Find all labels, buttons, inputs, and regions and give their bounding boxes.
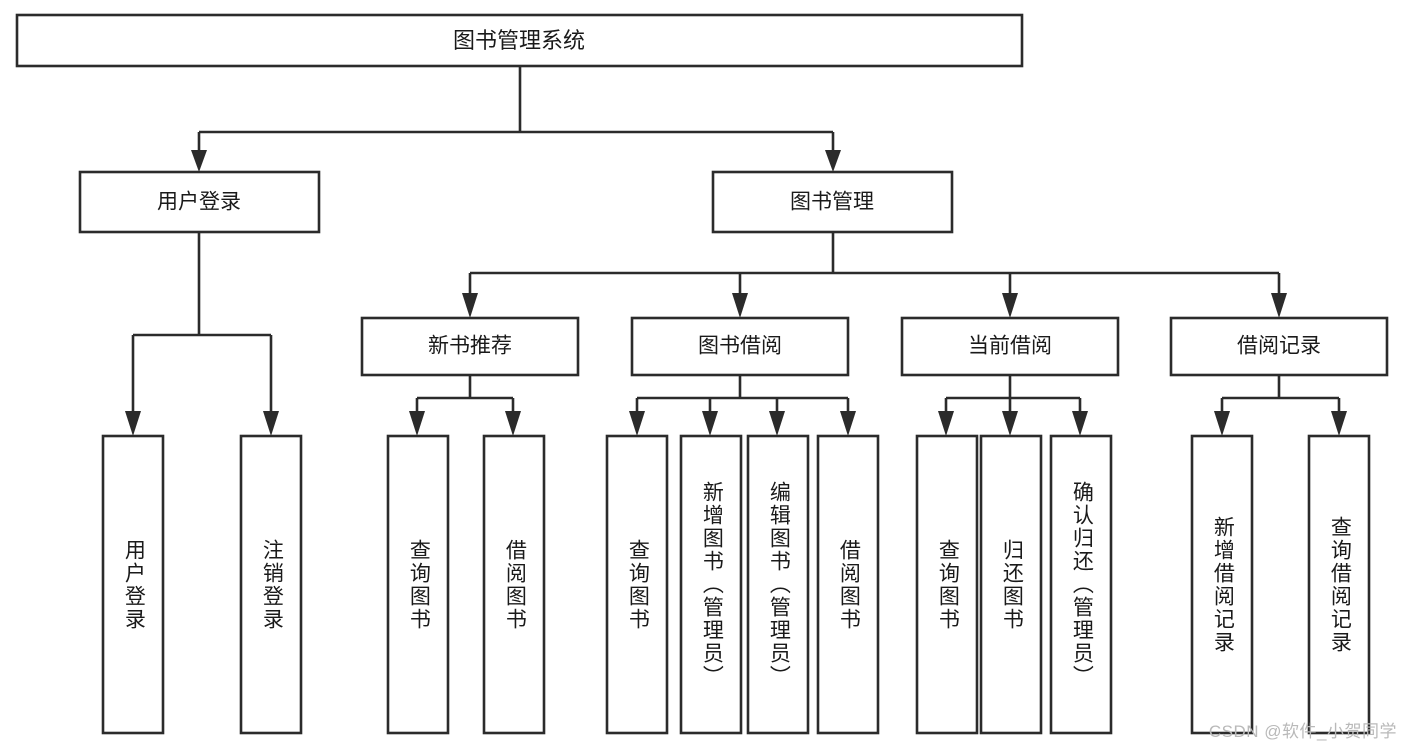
leaf-box-borrow-record-1[interactable] (1190, 434, 1254, 735)
node-root-label: 图书管理系统 (453, 28, 585, 53)
leaf-box-user-login-2[interactable] (239, 434, 303, 735)
csdn-watermark: CSDN @软件_小贺同学 (1208, 722, 1397, 741)
node-root[interactable]: 图书管理系统 (15, 13, 1024, 68)
node-borrow-record-label: 借阅记录 (1237, 335, 1321, 358)
node-user-login[interactable]: 用户登录 (78, 170, 321, 234)
connector-borrowrecord-to-leaves (1214, 375, 1347, 436)
node-user-login-label: 用户登录 (157, 191, 241, 214)
connector-bookmgmt-to-level3 (462, 232, 1287, 318)
node-current-borrow[interactable]: 当前借阅 (900, 316, 1120, 377)
leaf-box-book-borrow-2[interactable] (679, 434, 743, 735)
leaf-box-book-borrow-3[interactable] (746, 434, 810, 735)
connector-userlogin-to-leaves (125, 232, 279, 436)
node-borrow-record[interactable]: 借阅记录 (1169, 316, 1389, 377)
node-new-book-recommend[interactable]: 新书推荐 (360, 316, 580, 377)
leaf-box-new-book-1[interactable] (386, 434, 450, 735)
leaf-box-current-borrow-2[interactable] (979, 434, 1043, 735)
connector-root-to-level2 (191, 66, 841, 172)
leaf-box-book-borrow-4[interactable] (816, 434, 880, 735)
node-book-borrow-label: 图书借阅 (698, 335, 782, 358)
node-new-book-recommend-label: 新书推荐 (428, 335, 512, 358)
leaf-box-new-book-2[interactable] (482, 434, 546, 735)
leaf-box-current-borrow-1[interactable] (915, 434, 979, 735)
leaf-box-user-login-1[interactable] (101, 434, 165, 735)
leaf-box-current-borrow-3[interactable] (1049, 434, 1113, 735)
connector-newbook-to-leaves (409, 375, 521, 436)
node-book-management-label: 图书管理 (790, 191, 874, 214)
leaf-box-book-borrow-1[interactable] (605, 434, 669, 735)
node-book-management[interactable]: 图书管理 (711, 170, 954, 234)
node-current-borrow-label: 当前借阅 (968, 335, 1052, 358)
connector-currentborrow-to-leaves (938, 375, 1088, 436)
node-book-borrow[interactable]: 图书借阅 (630, 316, 850, 377)
connector-bookborrow-to-leaves (629, 375, 856, 436)
leaf-box-borrow-record-2[interactable] (1307, 434, 1371, 735)
